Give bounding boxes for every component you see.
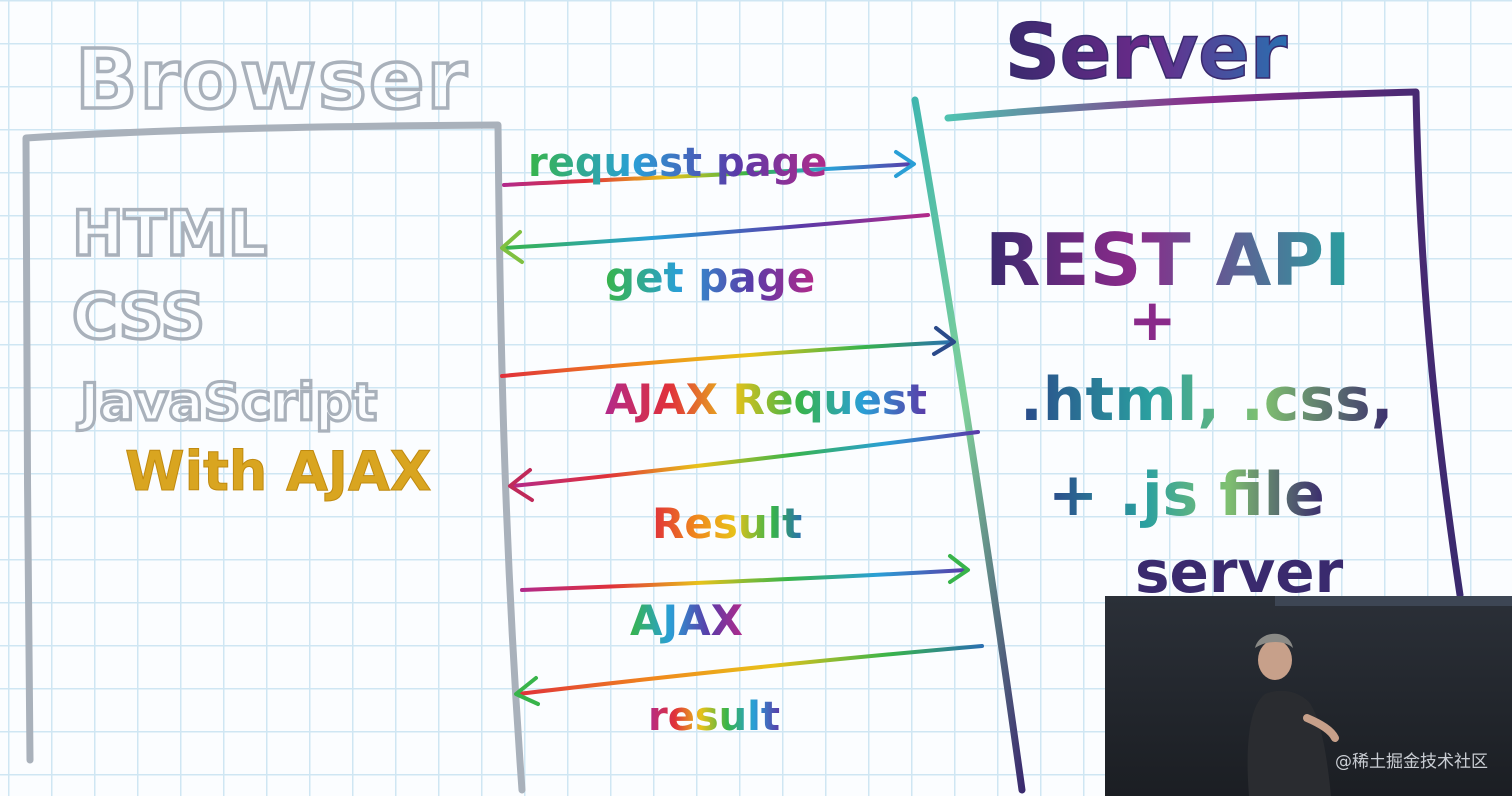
- arrow-label-ajax: AJAX: [630, 596, 743, 645]
- stage-light-bar: [1275, 596, 1512, 606]
- arrow-result-lower: result: [516, 646, 982, 740]
- server-line-files: .html, .css,: [1020, 365, 1394, 435]
- arrow-result: Result: [510, 432, 978, 548]
- arrow-label-result-lower: result: [648, 694, 780, 740]
- arrow-request-page: request page: [504, 140, 914, 186]
- arrow-label-ajax-request: AJAX Request: [605, 375, 927, 424]
- server-line-plus: +: [1128, 286, 1177, 354]
- arrow-label-request-page: request page: [528, 140, 827, 186]
- watermark-text: @稀土掘金技术社区: [1335, 747, 1488, 772]
- browser-title: Browser: [75, 33, 469, 128]
- arrow-label-result: Result: [652, 499, 802, 548]
- server-box: [915, 100, 1022, 790]
- browser-item-javascript: JavaScript: [77, 373, 377, 433]
- server-title: Server: [1005, 7, 1288, 96]
- arrow-get-page: get page: [502, 215, 928, 302]
- arrow-label-get-page: get page: [605, 253, 815, 302]
- arrow-ajax: AJAX: [522, 556, 968, 645]
- browser-item-html: HTML: [72, 197, 267, 270]
- speaker-video-inset: @稀土掘金技术社区: [1105, 596, 1512, 796]
- browser-item-css: CSS: [72, 280, 205, 353]
- arrow-ajax-request: AJAX Request: [502, 328, 954, 424]
- server-line-js: + .js file: [1048, 460, 1325, 530]
- browser-ajax-note: With AJAX: [125, 440, 431, 503]
